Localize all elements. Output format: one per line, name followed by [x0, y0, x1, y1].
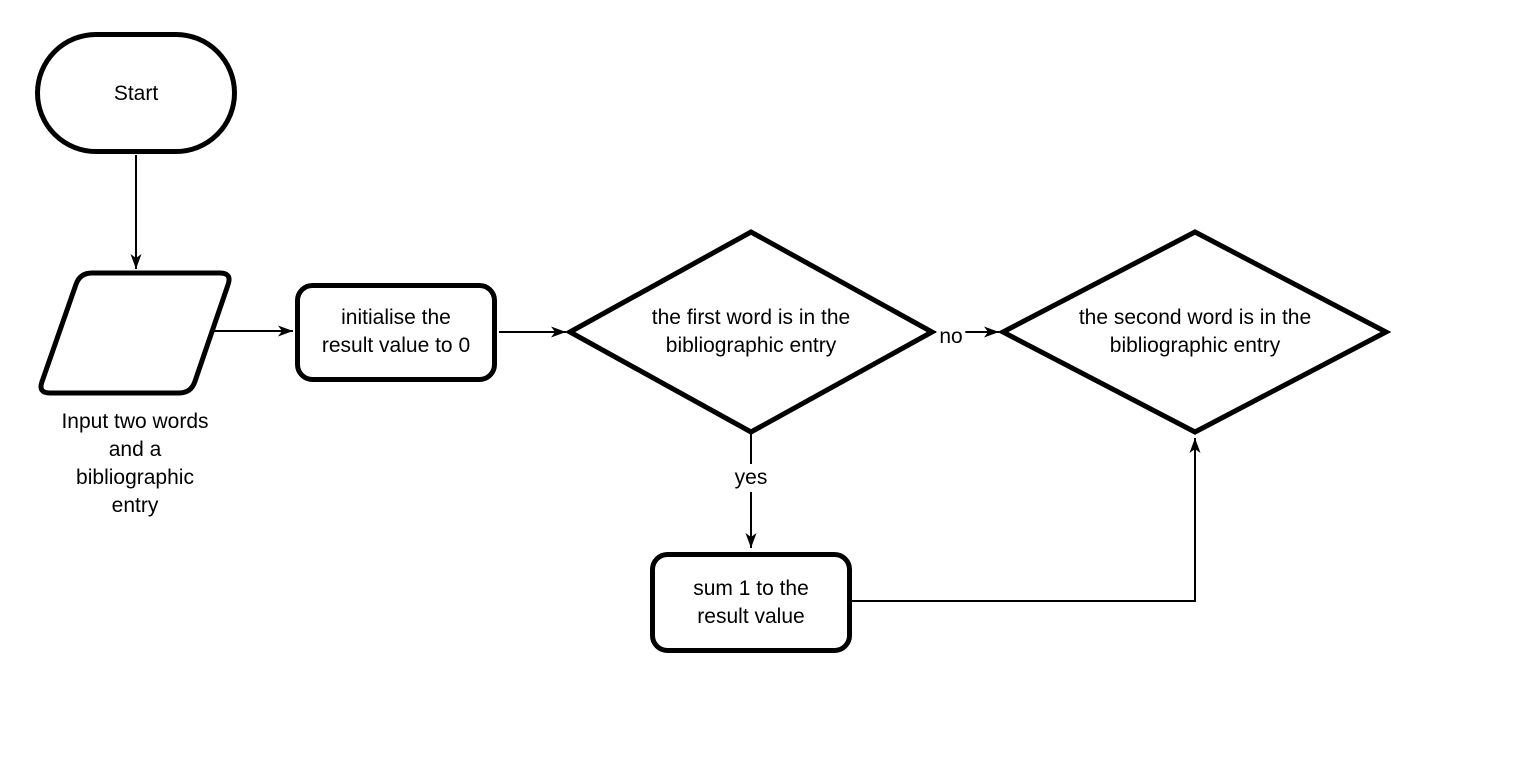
- start-terminator-shape: [35, 32, 237, 154]
- start-node-label: Start: [113, 82, 159, 105]
- second-word-decision-shape: [997, 229, 1392, 435]
- init-node-label: initialise the result value to 0: [321, 306, 471, 357]
- sum-process-shape: [650, 552, 852, 653]
- edge-sum-to-second-decision: [852, 438, 1201, 602]
- init-process-shape: [295, 283, 497, 382]
- no-edge-label: no: [936, 323, 966, 351]
- sum-node-label: sum 1 to the result value: [693, 577, 809, 628]
- input-node-label: Input two words and a bibliographic entr…: [61, 410, 209, 517]
- second-word-decision-label: the second word is in the bibliographic …: [1078, 306, 1312, 357]
- input-parallelogram-shape: [38, 270, 232, 396]
- first-word-decision-label: the first word is in the bibliographic e…: [651, 306, 851, 357]
- first-word-decision-shape: [564, 229, 938, 435]
- yes-edge-label: yes: [731, 464, 771, 492]
